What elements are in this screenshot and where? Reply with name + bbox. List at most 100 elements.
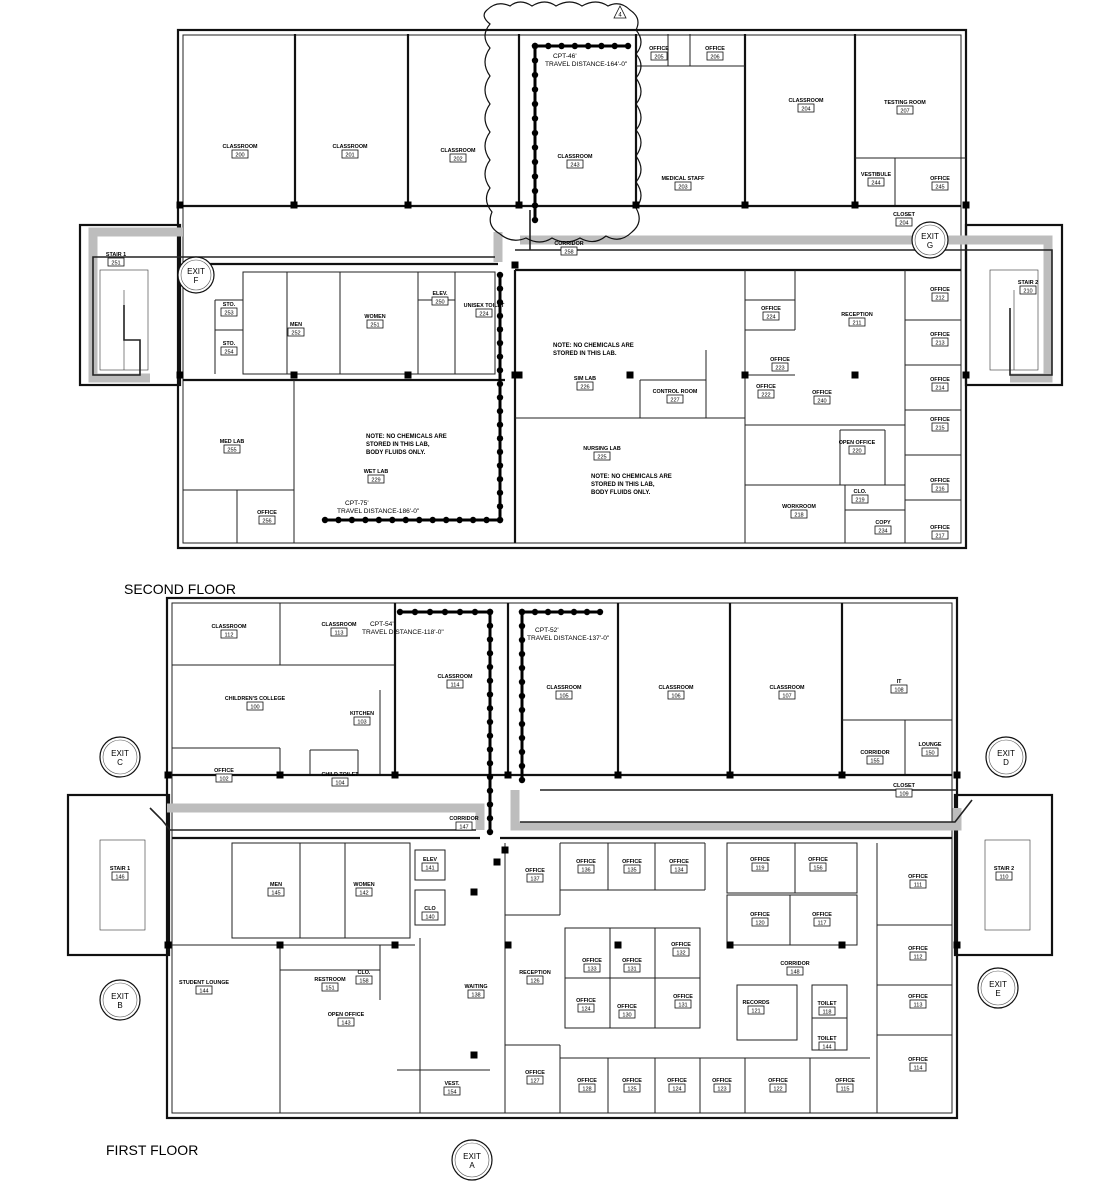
room-name: MEN [270, 882, 282, 888]
column [176, 201, 184, 209]
room-number: 215 [935, 425, 944, 431]
room-number-box [818, 1041, 836, 1051]
lab-note-line: BODY FLUIDS ONLY. [366, 450, 426, 456]
room-number: 250 [435, 299, 444, 305]
room-number-box [909, 879, 927, 889]
room-number-box [747, 1005, 765, 1015]
room-name: CLO. [358, 970, 371, 976]
travel-route-dot [471, 608, 479, 616]
room-number-box [331, 777, 349, 787]
room-number-box [931, 483, 949, 493]
room-number-box [623, 963, 641, 973]
travel-route-dot [518, 664, 526, 672]
column [726, 941, 734, 949]
room-number: 204 [899, 220, 908, 226]
room-number-box [797, 103, 815, 113]
room-name: CLASSROOM [332, 144, 368, 150]
room-number-box [786, 966, 804, 976]
room-number-box [467, 989, 485, 999]
travel-route-dot [596, 608, 604, 616]
exit-letter: B [117, 1001, 122, 1010]
travel-route-line [400, 610, 492, 832]
room-label: CLO.158 [355, 970, 373, 985]
room-number: 201 [345, 152, 354, 158]
room-name: OFFICE [576, 998, 596, 1004]
room-name: WOMEN [364, 314, 385, 320]
travel-route-dot [483, 516, 490, 524]
column [176, 371, 184, 379]
room-number-box [667, 690, 685, 700]
room-number: 135 [627, 867, 636, 873]
room-name: OFFICE [930, 176, 950, 182]
travel-route-dot [486, 787, 494, 794]
room-number-box [623, 864, 641, 874]
travel-route-dot [496, 407, 504, 415]
room-name: OFFICE [808, 857, 828, 863]
room-name: OFFICE [770, 357, 790, 363]
travel-distance-line: TRAVEL DISTANCE-164'-0" [545, 61, 628, 68]
room-name: CORRIDOR [449, 816, 478, 822]
column [164, 941, 172, 949]
travel-route-dot [584, 42, 592, 50]
room-name: NURSING LAB [583, 446, 621, 452]
room-number: 252 [291, 330, 300, 336]
room-name: STAIR 1 [110, 866, 130, 872]
room-name: KITCHEN [350, 711, 374, 717]
room-name: IT [897, 679, 902, 685]
room-number-box [813, 395, 831, 405]
room-name: OFFICE [257, 510, 277, 516]
travel-route-dot [486, 608, 494, 616]
room-name: OFFICE [930, 332, 950, 338]
travel-route-dot [396, 608, 404, 616]
room-number: 144 [199, 988, 208, 994]
column [953, 771, 961, 779]
exit-letter: G [927, 241, 933, 250]
room-number-box [672, 947, 690, 957]
room-label: CLASSROOM 201 [332, 144, 368, 159]
room-name: MEN [290, 322, 302, 328]
room-name: CONTROL ROOM [653, 389, 698, 395]
column [741, 371, 749, 379]
room-number-box [931, 292, 949, 302]
travel-route-dot [496, 312, 504, 320]
column [404, 371, 412, 379]
room-number-box [421, 911, 439, 921]
room-name: OFFICE [622, 1078, 642, 1084]
exit-letter: E [995, 989, 1000, 998]
travel-route-dot [402, 516, 409, 524]
room-number-box [713, 1083, 731, 1093]
travel-route-dot [518, 748, 526, 756]
travel-route-dot [375, 516, 383, 524]
room-number-box [341, 149, 359, 159]
exit-inner-circle [914, 224, 946, 256]
room-number: 219 [855, 497, 864, 503]
room-number-box [287, 327, 305, 337]
room-number-box [246, 701, 264, 711]
room-number: 225 [597, 454, 606, 460]
travel-route-dot [531, 42, 539, 50]
travel-route-dot [518, 650, 526, 658]
room-name: LOUNGE [918, 742, 941, 748]
room-name: OFFICE [622, 859, 642, 865]
column [493, 858, 501, 866]
room-number: 156 [813, 865, 822, 871]
